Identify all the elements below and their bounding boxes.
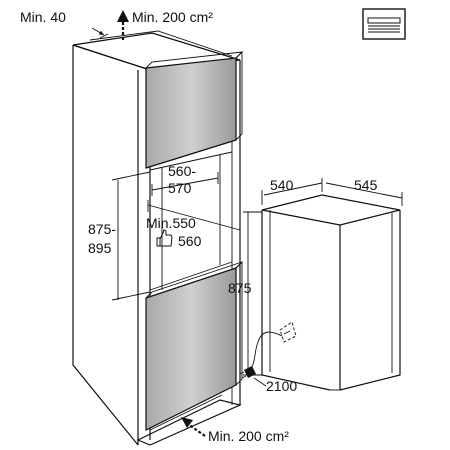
dimension-min-40: Min. 40 — [20, 9, 109, 39]
label-app-depth: 545 — [354, 177, 378, 193]
bottom-vent-arrow: Min. 200 cm² — [181, 417, 289, 444]
label-niche-height-b: 895 — [88, 240, 112, 256]
label-niche-width-b: 570 — [168, 180, 192, 196]
thumbs-up-icon — [156, 229, 173, 247]
appliance — [261, 194, 401, 391]
dimension-niche-width: 560- 570 — [151, 163, 219, 196]
top-vent-arrow: Min. 200 cm² — [117, 9, 213, 40]
label-min-40: Min. 40 — [20, 9, 66, 25]
label-app-width: 540 — [270, 177, 294, 193]
label-bottom-vent: Min. 200 cm² — [208, 428, 289, 444]
ventilation-icon — [362, 8, 406, 40]
dimension-app-depth: 545 — [325, 177, 403, 206]
dimension-niche-depth: Min.550 560 — [146, 200, 241, 249]
upper-door-panel — [145, 50, 244, 169]
label-top-vent: Min. 200 cm² — [132, 9, 213, 25]
label-app-height: 875 — [228, 280, 252, 296]
label-niche-width-a: 560- — [168, 163, 196, 179]
dimension-niche-height: 875- 895 — [88, 171, 151, 301]
socket-icon — [283, 330, 291, 335]
dimension-app-height: 875 — [228, 211, 262, 376]
dimension-app-width: 540 — [261, 177, 323, 205]
label-min-depth: Min.550 — [146, 215, 196, 231]
power-cable: 2100 — [239, 321, 297, 394]
label-niche-height-a: 875- — [88, 221, 116, 237]
lower-door-panel — [145, 260, 243, 431]
label-cable-length: 2100 — [266, 378, 297, 394]
label-rec-depth: 560 — [178, 233, 202, 249]
plug-icon — [239, 366, 256, 379]
